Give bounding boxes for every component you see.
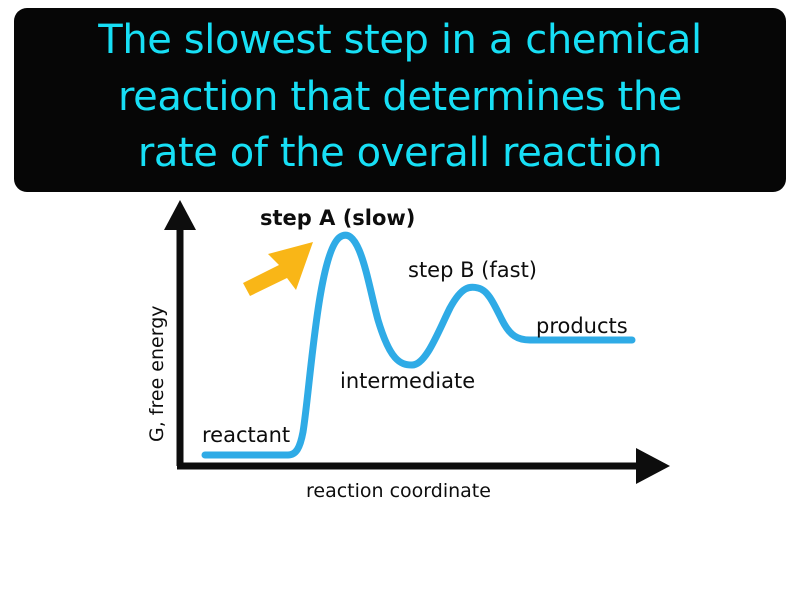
label-intermediate: intermediate bbox=[340, 369, 475, 393]
label-products: products bbox=[536, 314, 628, 338]
definition-banner: The slowest step in a chemical reaction … bbox=[14, 8, 786, 192]
x-axis-label: reaction coordinate bbox=[306, 480, 491, 502]
reaction-coordinate-diagram: step A (slow) step B (fast) products int… bbox=[0, 192, 800, 600]
energy-profile-curve bbox=[201, 231, 636, 459]
label-reactant: reactant bbox=[202, 423, 290, 447]
label-step-a: step A (slow) bbox=[260, 206, 415, 230]
definition-text: The slowest step in a chemical reaction … bbox=[98, 16, 702, 177]
label-step-b: step B (fast) bbox=[408, 258, 537, 282]
y-axis bbox=[164, 200, 196, 466]
y-axis-label: G, free energy bbox=[146, 305, 168, 442]
x-axis bbox=[177, 448, 670, 484]
highlight-arrow-icon bbox=[243, 242, 313, 296]
